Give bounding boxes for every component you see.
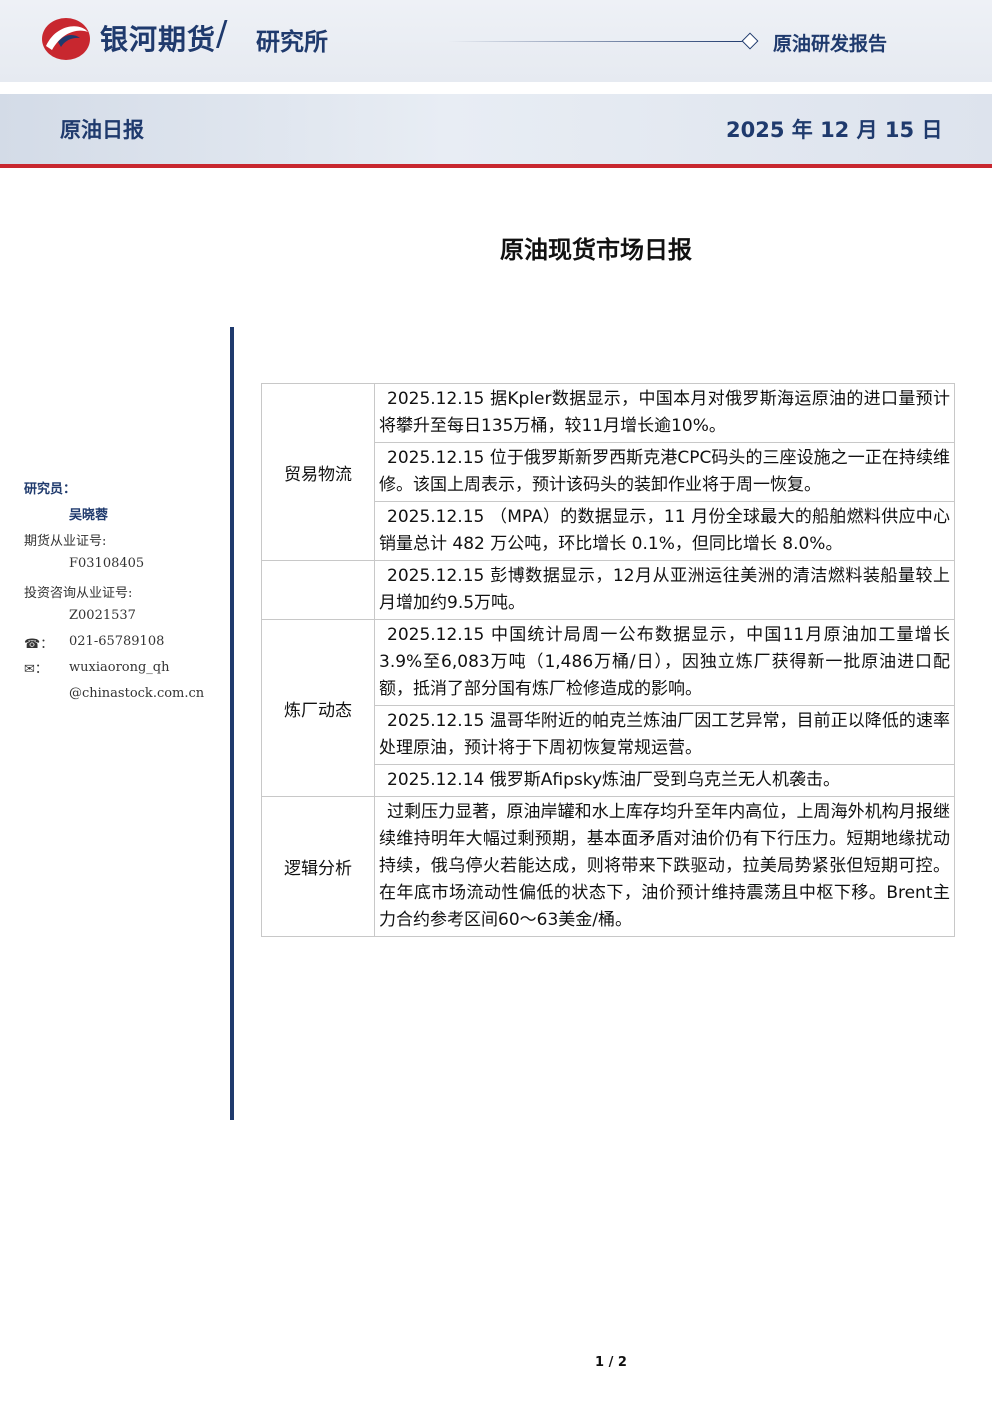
report-date: 2025 年 12 月 15 日 — [726, 118, 943, 142]
table-row: 2025.12.15 位于俄罗斯新罗西斯克港CPC码头的三座设施之一正在持续维修… — [262, 442, 955, 502]
mail-icon: ✉： — [24, 662, 48, 677]
table-row: 2025.12.15 彭博数据显示，12月从亚洲运往美洲的清洁燃料装船量较上月增… — [261, 560, 955, 620]
entry-refinery-2: 2025.12.15 温哥华附近的帕克兰炼油厂因工艺异常，目前正以降低的速率处理… — [374, 705, 955, 765]
category-trade: 贸易物流 — [261, 383, 375, 561]
researcher-name: 吴晓蓉 — [69, 508, 109, 523]
document-title: 原油现货市场日报 — [500, 236, 692, 264]
researcher-label: 研究员： — [24, 482, 77, 497]
table-row: 炼厂动态 2025.12.15 中国统计局周一公布数据显示，中国11月原油加工量… — [261, 619, 955, 797]
entry-trade-3: 2025.12.15 （MPA）的数据显示，11 月份全球最大的船舶燃料供应中心… — [374, 501, 955, 561]
email-line-2[interactable]: @chinastock.com.cn — [69, 686, 205, 701]
brand-name: 银河期货 — [100, 23, 217, 56]
page-number: 1 / 2 — [595, 1355, 627, 1370]
futures-cert-number: F03108405 — [69, 556, 145, 571]
phone-number: 021-65789108 — [69, 634, 165, 649]
header-divider-line — [448, 41, 748, 42]
advisory-cert-label: 投资咨询从业证号: — [24, 586, 133, 601]
table-row: 贸易物流 2025.12.15 据Kpler数据显示，中国本月对俄罗斯海运原油的… — [261, 383, 955, 561]
advisory-cert-number: Z0021537 — [69, 608, 136, 623]
category-refinery: 炼厂动态 — [261, 619, 375, 797]
futures-cert-label: 期货从业证号: — [24, 534, 107, 549]
email-line-1[interactable]: wuxiaorong_qh — [69, 660, 170, 675]
sidebar-divider — [230, 327, 234, 1120]
table-row: 逻辑分析 过剩压力显著，原油岸罐和水上库存均升至年内高位，上周海外机构月报继续维… — [261, 796, 955, 937]
brand-department: 研究所 — [256, 28, 328, 56]
subheader-red-rule — [0, 164, 992, 168]
category-logic: 逻辑分析 — [261, 796, 375, 937]
report-type: 原油研发报告 — [773, 33, 888, 55]
subheader-band — [0, 94, 992, 164]
table-row: 2025.12.15 （MPA）的数据显示，11 月份全球最大的船舶燃料供应中心… — [262, 501, 955, 561]
phone-icon: ☎： — [24, 637, 54, 652]
brand-slash: / — [216, 14, 228, 54]
table-row: 2025.12.14 俄罗斯Afipsky炼油厂受到乌克兰无人机袭击。 — [262, 764, 955, 797]
entry-trade-2: 2025.12.15 位于俄罗斯新罗西斯克港CPC码头的三座设施之一正在持续维修… — [374, 442, 955, 502]
galaxy-logo-icon — [42, 18, 90, 60]
entry-other-1: 2025.12.15 彭博数据显示，12月从亚洲运往美洲的清洁燃料装船量较上月增… — [374, 560, 955, 620]
entry-trade-1: 2025.12.15 据Kpler数据显示，中国本月对俄罗斯海运原油的进口量预计… — [374, 383, 955, 443]
entry-refinery-3: 2025.12.14 俄罗斯Afipsky炼油厂受到乌克兰无人机袭击。 — [374, 764, 955, 797]
category-empty — [261, 560, 375, 620]
entry-refinery-1: 2025.12.15 中国统计局周一公布数据显示，中国11月原油加工量增长3.9… — [374, 619, 955, 706]
table-row: 2025.12.15 温哥华附近的帕克兰炼油厂因工艺异常，目前正以降低的速率处理… — [262, 705, 955, 765]
market-info-table: 贸易物流 2025.12.15 据Kpler数据显示，中国本月对俄罗斯海运原油的… — [261, 383, 955, 937]
entry-logic-1: 过剩压力显著，原油岸罐和水上库存均升至年内高位，上周海外机构月报继续维持明年大幅… — [374, 796, 955, 937]
daily-title: 原油日报 — [60, 118, 144, 142]
